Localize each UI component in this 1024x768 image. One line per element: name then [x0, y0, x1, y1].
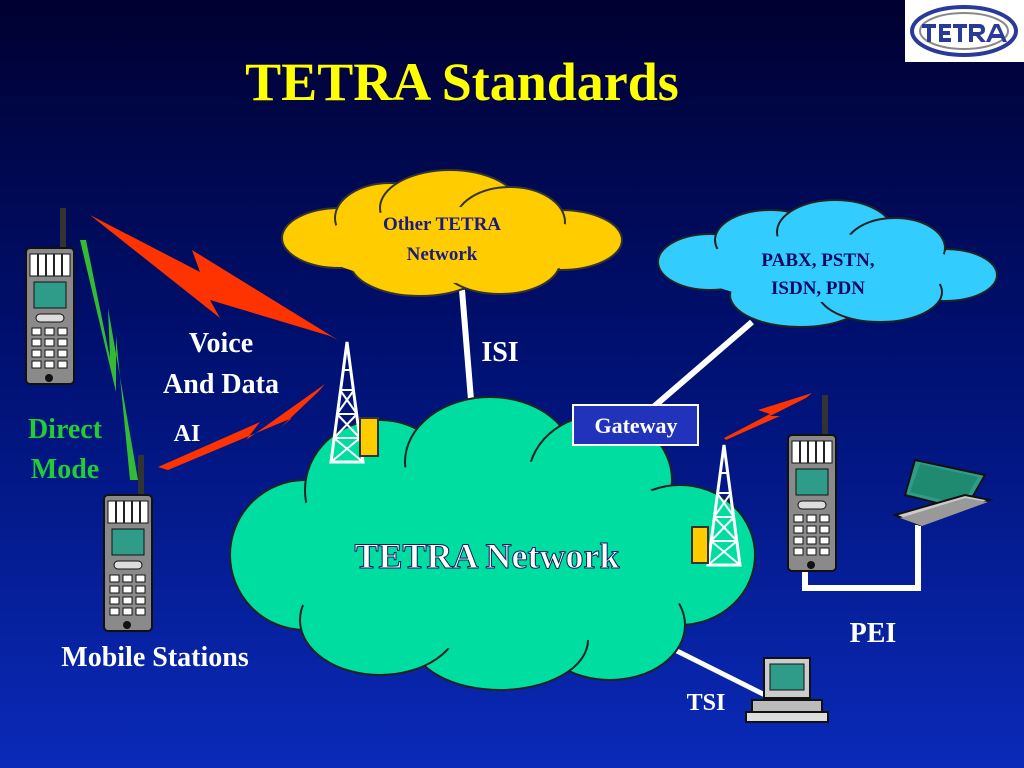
- lightning-red-upper: [90, 215, 338, 340]
- pabx-cloud: [657, 199, 998, 328]
- mobile-radio-bottom: [103, 454, 153, 632]
- pei-link: [802, 525, 921, 591]
- isi-label: ISI: [481, 337, 518, 368]
- pabx-cloud-line2: ISDN, PDN: [771, 278, 865, 299]
- mobile-radio-right: [787, 394, 837, 572]
- isi-link: [459, 289, 475, 413]
- other-tetra-network-cloud: [281, 169, 623, 297]
- lightning-red-lower: [158, 384, 325, 470]
- pabx-cloud-line1: PABX, PSTN,: [761, 250, 874, 271]
- lightning-green: [80, 240, 138, 480]
- ai-label: AI: [174, 421, 201, 447]
- page-title: TETRA Standards: [245, 52, 679, 112]
- tetra-network-label: TETRA Network: [354, 536, 619, 576]
- other-tetra-cloud-line1: Other TETRA: [383, 214, 501, 235]
- gateway-box: [572, 404, 699, 446]
- mobile-stations-label: Mobile Stations: [61, 642, 249, 673]
- base-station-box-left: [359, 417, 379, 457]
- base-station-box-right: [691, 526, 709, 564]
- lightning-red-right: [724, 393, 812, 440]
- other-tetra-cloud-line2: Network: [407, 244, 478, 265]
- laptop-icon: [891, 458, 994, 527]
- tsi-label: TSI: [687, 690, 726, 716]
- pei-label: PEI: [850, 618, 897, 649]
- and-data-label: And Data: [163, 369, 279, 400]
- direct-mode-label-line2: Mode: [31, 454, 99, 485]
- mobile-radio-top: [25, 207, 75, 385]
- gateway-to-pabx-link: [648, 319, 754, 413]
- voice-label: Voice: [189, 328, 253, 359]
- direct-mode-label-line1: Direct: [28, 414, 103, 445]
- tetra-logo: [905, 0, 1024, 62]
- computer-terminal-icon: [745, 657, 829, 723]
- gateway-label: Gateway: [594, 413, 677, 438]
